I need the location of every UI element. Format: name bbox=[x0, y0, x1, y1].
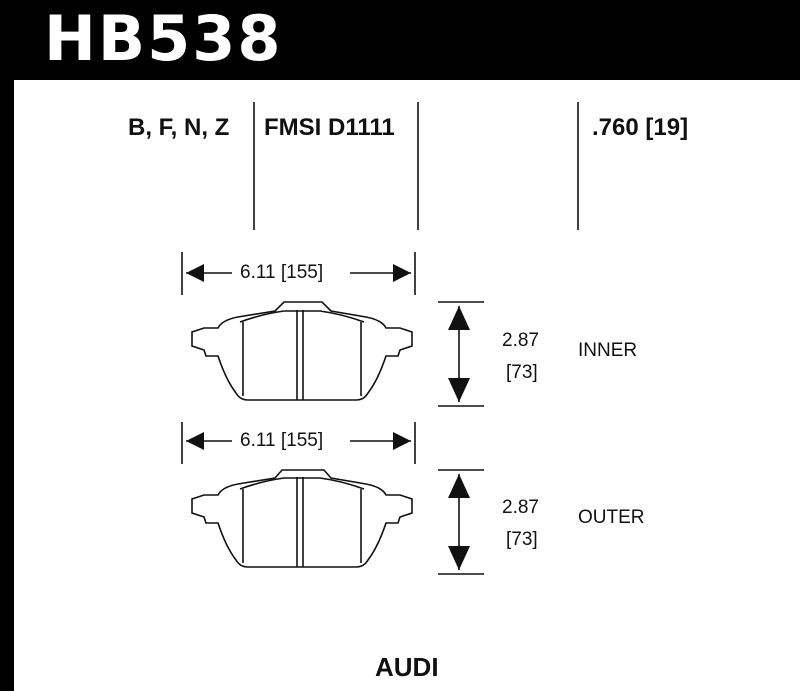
inner-width-label: 6.11 [155] bbox=[240, 262, 324, 283]
spec-sheet bbox=[14, 80, 800, 691]
arrow-up-icon bbox=[448, 306, 470, 330]
arrow-down-icon bbox=[448, 546, 470, 570]
arrow-left-icon bbox=[186, 264, 204, 282]
arrow-right-icon bbox=[393, 264, 411, 282]
outer-width-label: 6.11 [155] bbox=[240, 430, 324, 451]
inner-height-in: 2.87 bbox=[502, 330, 539, 351]
inner-pad-outline bbox=[191, 301, 413, 401]
outer-pad-label: OUTER bbox=[578, 507, 645, 528]
arrow-up-icon bbox=[448, 474, 470, 498]
arrow-right-icon bbox=[393, 432, 411, 450]
vehicle-make: AUDI bbox=[375, 652, 439, 682]
arrow-down-icon bbox=[448, 378, 470, 402]
header-bar: HB538 bbox=[0, 0, 800, 78]
outer-pad-outline bbox=[191, 469, 413, 568]
compound-codes: B, F, N, Z bbox=[128, 114, 230, 141]
inner-height-mm: [73] bbox=[506, 362, 538, 383]
outer-height-mm: [73] bbox=[506, 529, 538, 550]
inner-pad-label: INNER bbox=[578, 340, 638, 361]
outer-height-in: 2.87 bbox=[502, 497, 539, 518]
pad-thickness: .760 [19] bbox=[592, 114, 689, 141]
fmsi-number: FMSI D1111 bbox=[264, 114, 395, 141]
arrow-left-icon bbox=[186, 432, 204, 450]
part-number: HB538 bbox=[44, 2, 283, 75]
